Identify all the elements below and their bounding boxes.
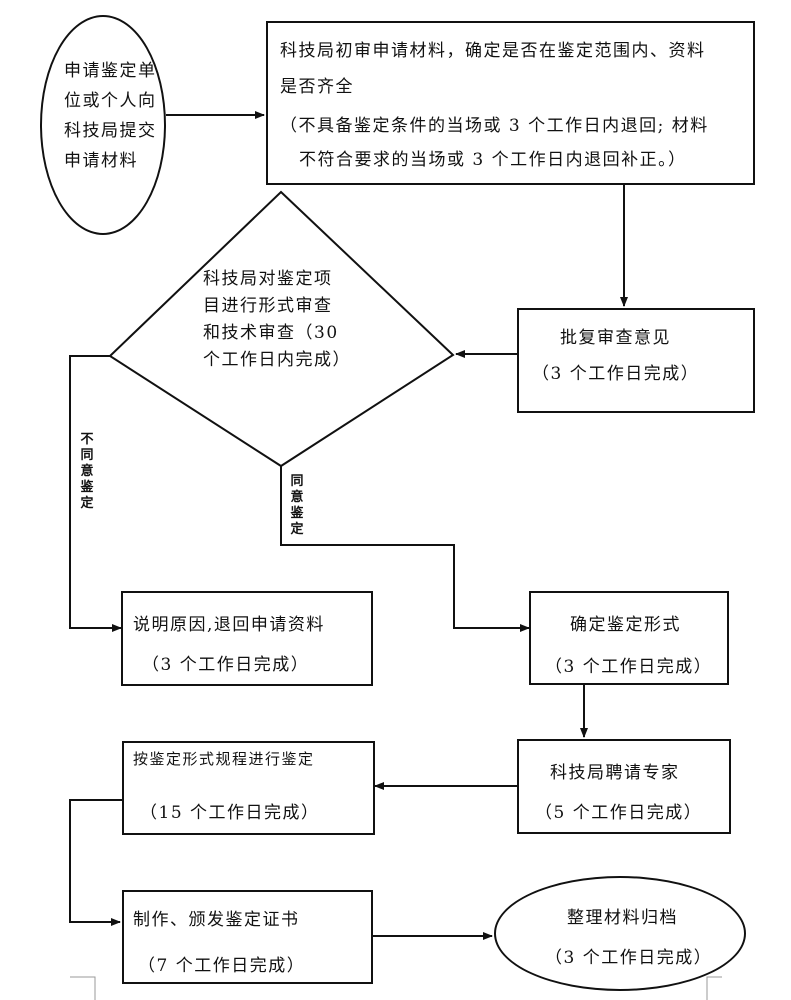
- initial-review-line-2: 是否齐全: [280, 77, 354, 97]
- submit-line-2: 位或个人向: [64, 91, 157, 111]
- corner-mark-right: [706, 976, 722, 1000]
- node-certificate: [122, 890, 373, 984]
- arrow-diamond-to-reject: [69, 355, 122, 632]
- reject-time: （3 个工作日完成）: [142, 655, 310, 675]
- appraise-title: 按鉴定形式规程进行鉴定: [133, 750, 315, 768]
- formal-review-line-3: 和技术审查（30: [203, 323, 339, 343]
- submit-line-4: 申请材料: [64, 151, 138, 171]
- diamond-formal-review: [108, 190, 455, 468]
- arrow-appraise-to-certificate: [69, 799, 122, 926]
- formal-review-line-4: 个工作日内完成）: [203, 350, 351, 370]
- node-hire-experts: [517, 739, 731, 834]
- submit-line-1: 申请鉴定单: [64, 61, 157, 81]
- initial-review-note-2: 不符合要求的当场或 3 个工作日内退回补正。）: [299, 150, 687, 170]
- formal-review-line-1: 科技局对鉴定项: [203, 269, 333, 289]
- certificate-time: （7 个工作日完成）: [138, 956, 306, 976]
- initial-review-line-1: 科技局初审申请材料，确定是否在鉴定范围内、资料: [280, 41, 706, 61]
- node-approval-opinion: [517, 308, 755, 413]
- certificate-title: 制作、颁发鉴定证书: [133, 910, 300, 930]
- hire-experts-title: 科技局聘请专家: [550, 763, 680, 783]
- determine-form-time: （3 个工作日完成）: [545, 657, 713, 677]
- node-archive: [494, 876, 746, 991]
- node-determine-form: [529, 591, 729, 685]
- node-initial-review: [266, 21, 755, 185]
- archive-title: 整理材料归档: [567, 908, 678, 928]
- arrow-diamond-to-determine: [280, 466, 530, 632]
- approval-opinion-time: （3 个工作日完成）: [532, 364, 700, 384]
- node-reject: [121, 591, 373, 686]
- submit-line-3: 科技局提交: [64, 121, 157, 141]
- node-submit: [40, 15, 166, 235]
- approval-opinion-title: 批复审查意见: [560, 328, 671, 348]
- reject-title: 说明原因,退回申请资料: [133, 615, 325, 635]
- initial-review-note-1: （不具备鉴定条件的当场或 3 个工作日内退回; 材料: [280, 116, 709, 136]
- formal-review-line-2: 目进行形式审查: [203, 296, 333, 316]
- corner-mark-left: [70, 976, 96, 1000]
- archive-time: （3 个工作日完成）: [545, 948, 713, 968]
- determine-form-title: 确定鉴定形式: [570, 615, 681, 635]
- hire-experts-time: （5 个工作日完成）: [535, 803, 703, 823]
- label-disagree: 不同意鉴定: [80, 432, 94, 511]
- node-appraise: [122, 741, 375, 835]
- label-agree: 同意鉴定: [290, 474, 304, 537]
- appraise-time: （15 个工作日完成）: [140, 803, 320, 823]
